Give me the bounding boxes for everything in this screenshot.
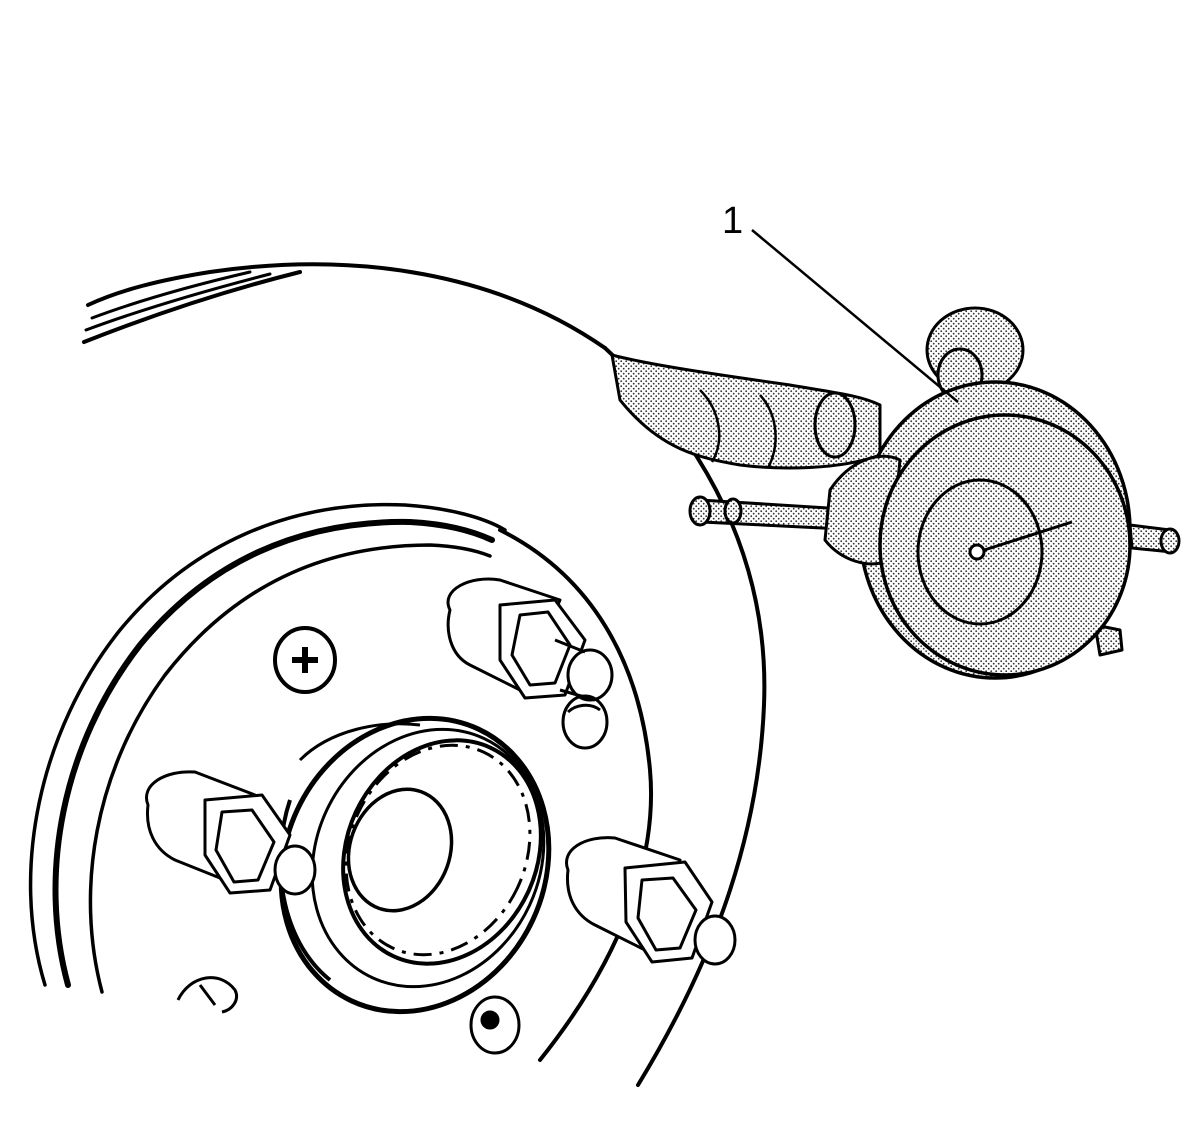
hub-seal-line xyxy=(344,743,532,957)
rotor-rim-inner xyxy=(88,543,492,994)
dial-indicator xyxy=(610,306,1181,680)
rotor-hat-ring xyxy=(498,528,654,1062)
rotor-hole-lower xyxy=(469,995,521,1055)
wheel-stud-bottom xyxy=(565,836,737,966)
rotor-top-edge xyxy=(86,262,607,350)
callout-label: 1 xyxy=(722,200,743,242)
wheel-stud-left xyxy=(145,770,317,896)
callout-leader-line xyxy=(751,229,959,403)
rotor-rim-groove xyxy=(52,518,495,988)
rotor-mark-arrow xyxy=(176,976,238,1014)
brake-rotor xyxy=(28,262,767,1087)
callout-1: 1 xyxy=(722,200,959,403)
wheel-stud-top xyxy=(446,577,614,702)
indicator-needle xyxy=(977,520,1073,554)
hub-center-bore xyxy=(346,787,454,913)
hub-center xyxy=(278,715,552,1015)
rotor-hole-upper xyxy=(561,694,609,750)
hub-pilot-ring xyxy=(310,727,546,989)
hub-pilot-inner xyxy=(341,738,543,966)
rotor-rim-outer xyxy=(28,502,507,987)
rotor-retaining-screw xyxy=(273,626,337,694)
